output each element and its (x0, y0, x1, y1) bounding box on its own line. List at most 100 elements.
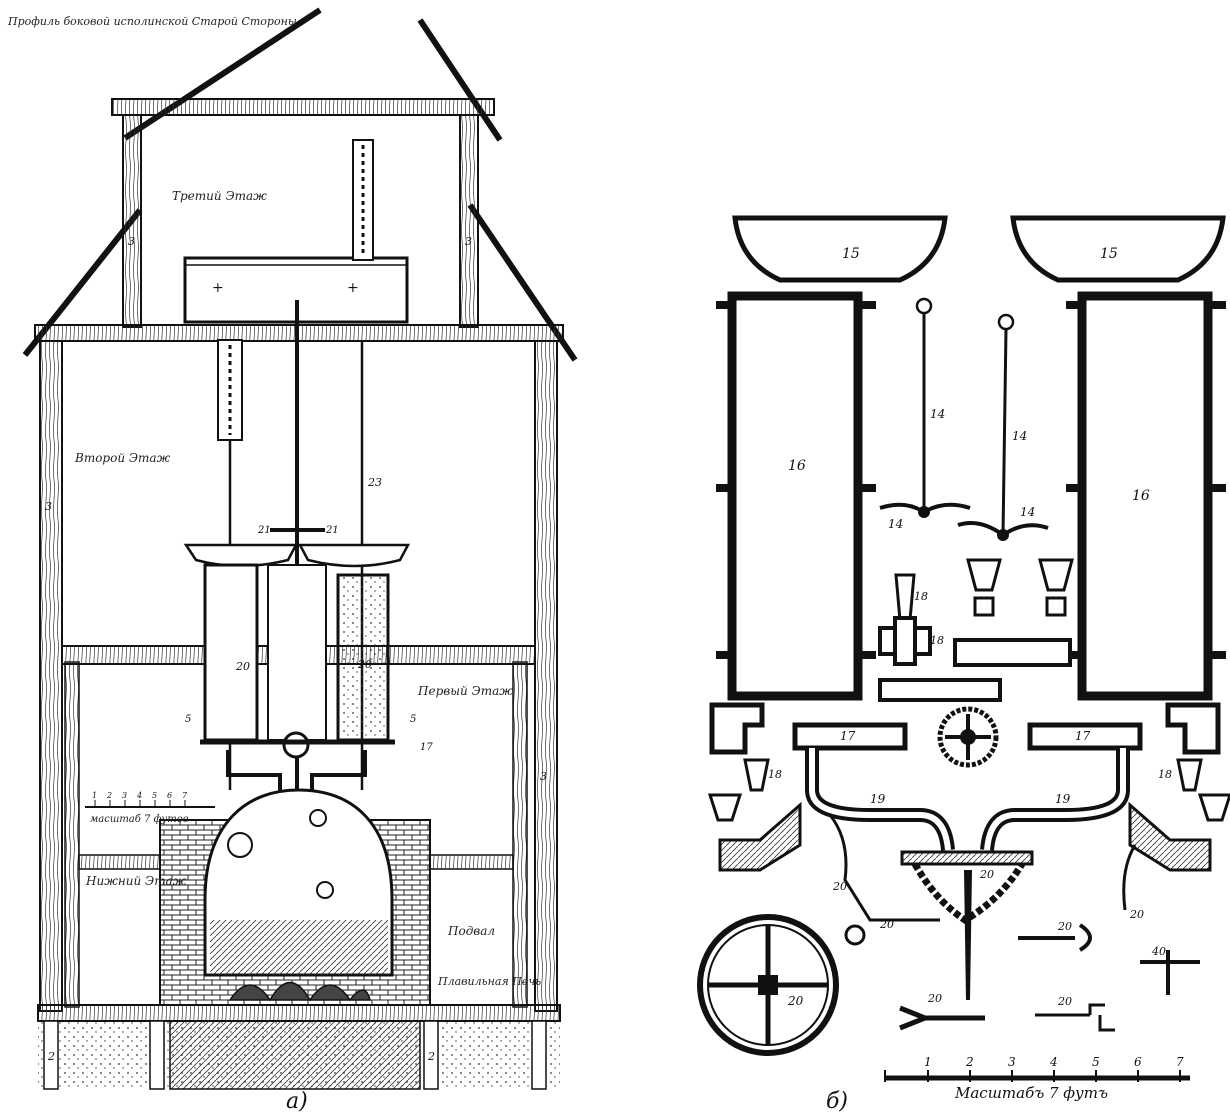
label-18-mid: 18 (930, 634, 944, 647)
tap-18-right (1176, 758, 1203, 792)
floor-label-first: Первый Этаж (417, 684, 513, 698)
right-scale-label: Масштабъ 7 футъ (954, 1084, 1108, 1102)
post-right (534, 340, 558, 1012)
basin-15-right (1010, 215, 1226, 283)
post-inner-left (64, 661, 80, 1008)
left-scale-tick-3: 3 (122, 791, 127, 800)
latch-piece (1035, 1003, 1115, 1032)
valve-17-right (1027, 722, 1143, 751)
rod-14-right (1001, 328, 1008, 536)
parts-drawing (697, 215, 1230, 1082)
fitting-right (1165, 702, 1221, 755)
svg-text:+: + (212, 280, 224, 296)
label-20-key: 20 (1057, 920, 1072, 933)
valve-pair-left (966, 558, 1002, 617)
label-20-wheel: 20 (787, 994, 804, 1008)
basin-right (297, 543, 411, 568)
title-note: Профиль боковой исполинской Старой Сторо… (7, 15, 297, 28)
toothed-rack (900, 850, 1034, 866)
num-valve: 17 (420, 742, 433, 753)
label-18-right: 18 (1158, 768, 1172, 781)
label-14-c: 14 (888, 517, 903, 531)
fork-piece (899, 1005, 985, 1031)
gauge-column (352, 139, 374, 261)
lamp-right (1197, 793, 1230, 822)
num-foundation-right: 2 (427, 1050, 435, 1063)
cylinder-16-left (727, 291, 863, 701)
right-scale-tick-6: 6 (1134, 1055, 1142, 1069)
key-40-piece (1140, 950, 1200, 995)
num-post-left: 3 (45, 500, 52, 513)
right-scale-tick-5: 5 (1092, 1055, 1100, 1069)
label-20-fork: 20 (927, 992, 942, 1005)
num-foundation-left: 2 (47, 1050, 55, 1063)
crank-piece (828, 814, 940, 922)
bracket-right (1128, 801, 1212, 872)
right-scale-tick-4: 4 (1049, 1055, 1058, 1069)
upper-post-right (459, 114, 479, 328)
num-cylinder-right: 20 (357, 658, 372, 671)
label-40: 40 (1151, 945, 1166, 958)
label-18-left: 18 (768, 768, 782, 781)
spindle (964, 870, 972, 1000)
num-cylinder-top-right: 21 (325, 525, 339, 536)
floor-label-second: Второй Этаж (74, 451, 171, 465)
left-scale-tick-1: 1 (92, 791, 97, 800)
label-17-left: 17 (840, 729, 856, 743)
left-scale-tick-7: 7 (182, 791, 188, 800)
num-upper-post-left: 3 (128, 235, 135, 248)
hook-piece (1122, 844, 1137, 911)
foundation-post-mid-r (423, 1020, 439, 1090)
right-scale-tick-labels: 1 2 3 4 5 6 7 (924, 1055, 1184, 1069)
top-beam (111, 98, 495, 116)
cellar-pit (169, 1020, 421, 1090)
num-post-right: 3 (540, 770, 547, 783)
tap-18 (894, 573, 916, 622)
label-20-latch: 20 (1057, 995, 1072, 1008)
num-pipe: 23 (367, 476, 382, 489)
lamp-left (707, 793, 743, 822)
left-scale-tick-4: 4 (136, 791, 142, 800)
floor-label-third: Третий Этаж (172, 189, 267, 203)
tower-section: + + (22, 7, 578, 1090)
label-14-a: 14 (930, 407, 945, 421)
left-caption: а) (286, 1089, 308, 1114)
post-left (39, 340, 63, 1012)
foundation-post-right (531, 1020, 547, 1090)
cylinder-right (336, 573, 390, 742)
left-part-numbers: 3 3 3 3 2 2 23 20 20 21 21 17 5 5 (45, 235, 547, 1063)
fire (228, 981, 371, 1002)
label-19-right: 19 (1055, 792, 1071, 806)
foundation-post-mid-l (149, 1020, 165, 1090)
cylinder-mid (267, 564, 327, 741)
right-scale-tick-3: 3 (1008, 1055, 1016, 1069)
valve-pair-right (1038, 558, 1074, 617)
left-scale-ticks (94, 800, 186, 807)
label-16-right: 16 (1132, 488, 1150, 504)
label-19-left: 19 (870, 792, 886, 806)
boiler-water (210, 920, 388, 975)
basin-15-left (732, 215, 948, 283)
left-scale-tick-labels: 1 2 3 4 5 6 7 (92, 791, 188, 800)
valve-17-left (792, 722, 908, 751)
num-bracket-left: 5 (185, 714, 191, 725)
left-scale-tick-6: 6 (167, 791, 172, 800)
floor-label-furnace: Плавильная Печь (437, 975, 541, 988)
left-scale-tick-5: 5 (152, 791, 157, 800)
label-14-b: 14 (1012, 429, 1027, 443)
label-18-top: 18 (914, 590, 928, 603)
num-cylinder-left: 20 (235, 660, 250, 673)
label-20-rod: 20 (879, 918, 894, 931)
boiler-pipes (226, 750, 367, 795)
label-17-right: 17 (1075, 729, 1091, 743)
cylinder-left (203, 563, 259, 742)
num-bracket-right: 5 (410, 714, 416, 725)
left-scale-label: масштаб 7 футов (90, 814, 189, 825)
basin-left (183, 543, 299, 568)
label-20-hook: 20 (1129, 908, 1144, 921)
left-scale-tick-2: 2 (106, 791, 112, 800)
right-scale-ticks (884, 1070, 1181, 1082)
right-scale-tick-1: 1 (924, 1055, 932, 1069)
upper-post-left (122, 114, 142, 328)
label-20-crank: 20 (832, 880, 847, 893)
